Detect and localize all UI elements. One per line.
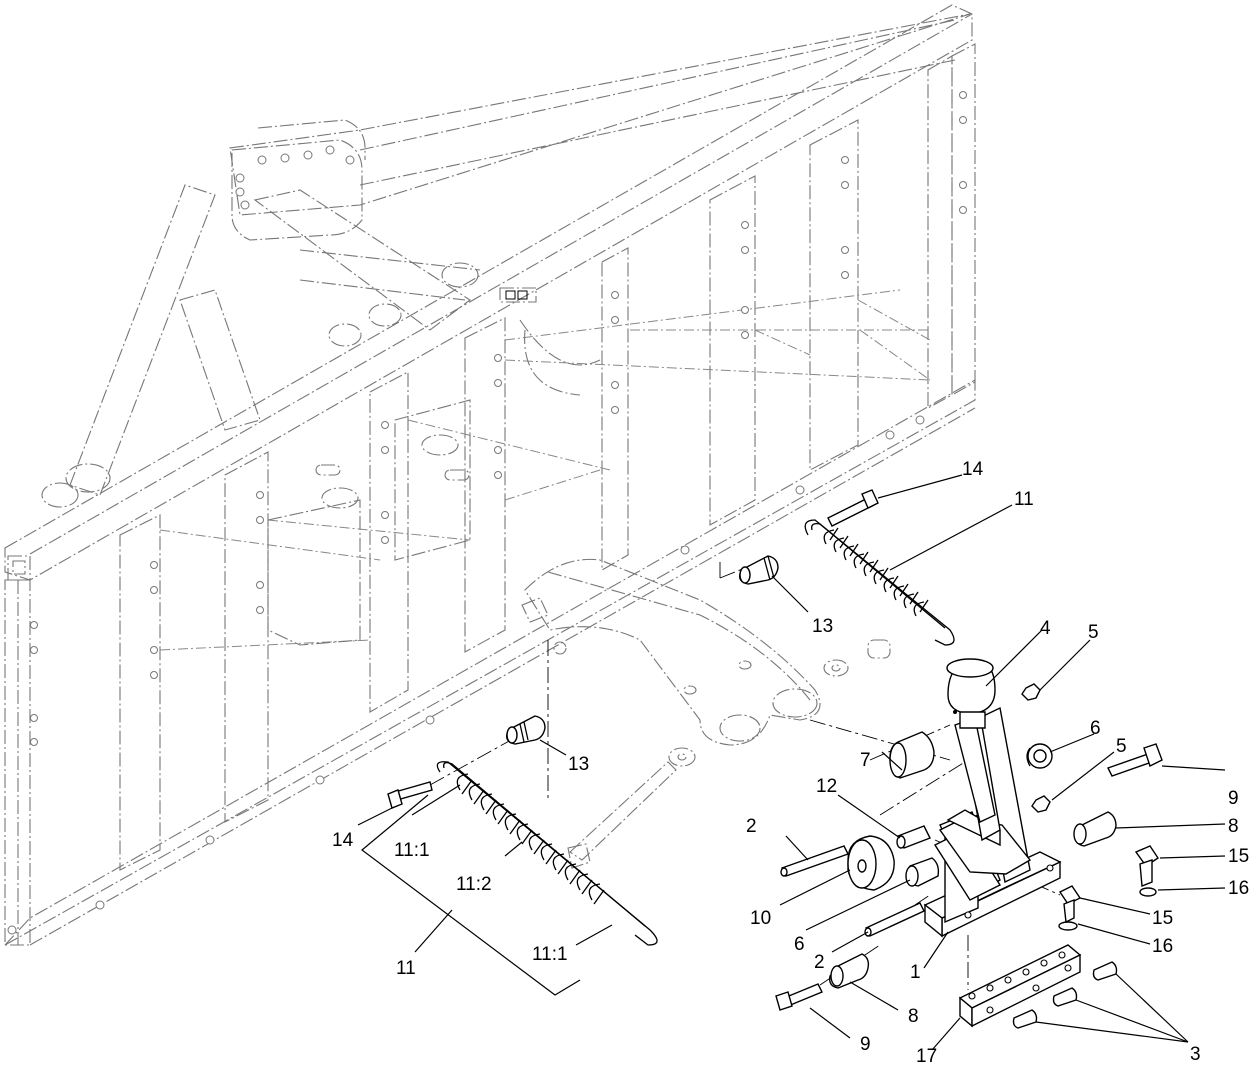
assembly-axes xyxy=(429,560,1061,990)
callout-2-lower: 2 xyxy=(814,952,825,973)
callout-9-right: 9 xyxy=(1228,788,1239,809)
frame-phantom xyxy=(4,4,976,946)
callout-9-lower: 9 xyxy=(860,1034,871,1055)
callout-10: 10 xyxy=(750,908,771,929)
callout-11-lower: 11 xyxy=(396,958,416,979)
callout-6-left: 6 xyxy=(794,934,805,955)
lever-arm xyxy=(938,658,1032,875)
callout-7: 7 xyxy=(860,750,871,771)
callout-13-upper: 13 xyxy=(812,616,833,637)
spring-upper xyxy=(804,519,955,646)
spacer-tube xyxy=(889,731,935,779)
bolt-upper xyxy=(827,489,879,527)
flanged-bushing-right xyxy=(1026,743,1053,769)
callout-labels: 14 11 13 4 5 6 5 7 12 9 8 15 16 2 10 15 … xyxy=(332,459,1249,1067)
pin-short xyxy=(896,825,931,849)
screw-lower xyxy=(1058,885,1082,931)
callout-8-right: 8 xyxy=(1228,816,1239,837)
callout-17: 17 xyxy=(916,1046,937,1067)
pin-long-lower xyxy=(864,902,925,937)
callout-5-upper: 5 xyxy=(1088,622,1099,643)
bushing-right xyxy=(1073,811,1117,847)
callout-8-lower: 8 xyxy=(908,1006,919,1027)
callout-3: 3 xyxy=(1190,1044,1201,1065)
bolt-lower xyxy=(387,781,433,809)
callout-15-upper: 15 xyxy=(1228,846,1249,867)
mount-block xyxy=(958,944,1118,1029)
nut-upper xyxy=(1021,683,1041,701)
callout-11-upper: 11 xyxy=(1014,489,1034,510)
callout-16-lower: 16 xyxy=(1152,936,1173,957)
callout-11-1-upper: 11:1 xyxy=(394,840,430,861)
nut-lower xyxy=(1031,795,1051,813)
callout-12: 12 xyxy=(816,776,837,797)
callout-1: 1 xyxy=(910,962,921,983)
callout-5-lower: 5 xyxy=(1116,736,1127,757)
callout-14-upper: 14 xyxy=(962,459,984,480)
bolt-right xyxy=(1107,743,1163,777)
callout-11-2: 11:2 xyxy=(456,874,492,895)
pivot-arm-phantom xyxy=(521,558,891,869)
bushing-lower-left xyxy=(828,953,870,989)
leader-lines xyxy=(357,474,1226,1051)
bushing-upper xyxy=(738,555,779,585)
bolt-lower-left xyxy=(775,983,823,1011)
callout-16-upper: 16 xyxy=(1228,878,1249,899)
callout-4: 4 xyxy=(1040,618,1051,639)
callout-2-upper: 2 xyxy=(746,816,757,837)
flanged-bushing-left xyxy=(905,857,940,887)
pin-long-upper xyxy=(780,845,849,877)
callout-6-right: 6 xyxy=(1090,718,1101,739)
roller xyxy=(847,835,895,891)
bushing-lower xyxy=(505,715,546,745)
callout-11-1-lower: 11:1 xyxy=(532,944,568,965)
callout-15-lower: 15 xyxy=(1152,908,1173,929)
callout-14-lower: 14 xyxy=(332,830,354,851)
screw-upper xyxy=(1134,845,1159,897)
spring-lower xyxy=(436,761,658,946)
callout-13-lower: 13 xyxy=(568,754,589,775)
frame-holes xyxy=(7,91,967,935)
